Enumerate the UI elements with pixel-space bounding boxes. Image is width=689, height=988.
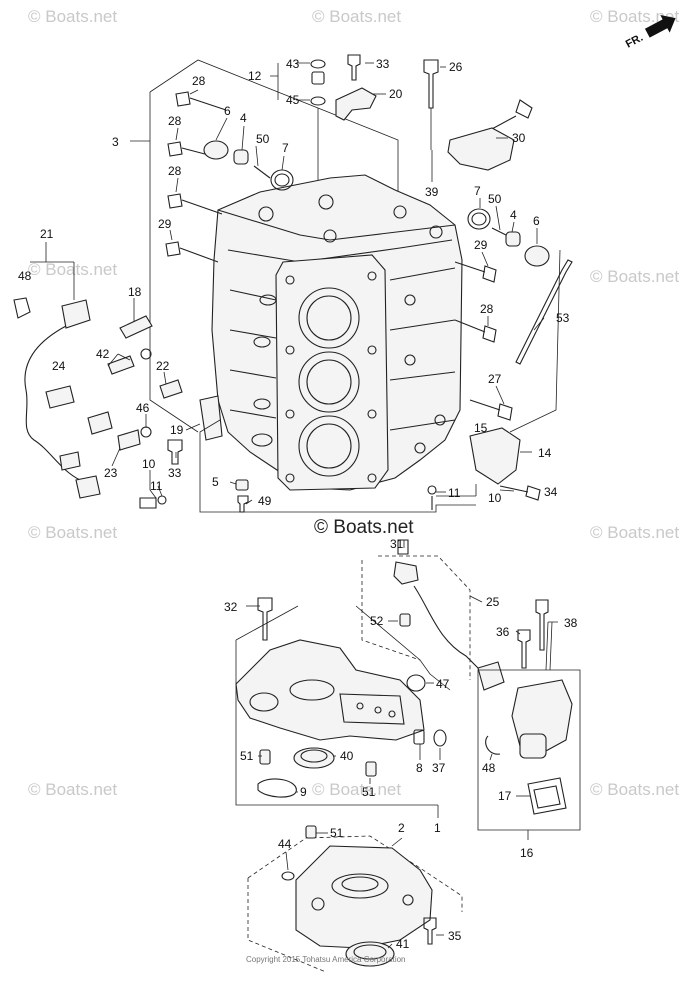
copyright-text: Copyright 2015 Tohatsu America Corporati… [246,955,406,964]
callout-33: 33 [168,466,182,480]
watermark: © Boats.net [28,523,117,542]
callout-27: 27 [488,372,502,386]
callout-23: 23 [104,466,118,480]
callout-5: 5 [212,475,219,489]
callout-51: 51 [240,749,254,763]
oil-sensor-lead [361,539,505,691]
callout-12: 12 [248,69,262,83]
watermark-group: © Boats.net © Boats.net © Boats.net © Bo… [28,7,679,799]
callout-17: 17 [498,789,512,803]
callout-28: 28 [168,164,182,178]
watermark: © Boats.net [312,7,401,26]
callout-18: 18 [128,285,142,299]
callout-16: 16 [520,846,534,860]
callout-3: 3 [112,135,119,149]
callout-20: 20 [389,87,403,101]
callout-22: 22 [156,359,170,373]
callout-45: 45 [286,93,300,107]
callout-7: 7 [282,141,289,155]
callout-29: 29 [158,217,172,231]
callout-1: 1 [434,821,441,835]
watermark: © Boats.net [590,523,679,542]
watermark: © Boats.net [312,780,401,799]
callout-50: 50 [256,132,270,146]
callout-29: 29 [474,238,488,252]
leader-lines [107,62,558,949]
callout-labels: 43 12 45 33 26 28 20 6 4 3 28 50 7 30 28… [18,57,578,951]
callout-51: 51 [330,826,344,840]
callout-15: 15 [474,421,488,435]
callout-6: 6 [224,104,231,118]
callout-30: 30 [512,131,526,145]
callout-28: 28 [168,114,182,128]
control-bracket-assembly [477,599,581,831]
callout-11: 11 [448,486,461,500]
watermark: © Boats.net [28,7,117,26]
lower-cover [247,825,463,973]
callout-26: 26 [449,60,463,74]
callout-53: 53 [556,311,570,325]
arrow-icon [644,14,676,38]
callout-24: 24 [52,359,66,373]
callout-4: 4 [240,111,247,125]
watermark: © Boats.net [28,260,117,279]
callout-42: 42 [96,347,110,361]
callout-10: 10 [488,491,502,505]
callout-7: 7 [474,184,481,198]
callout-28: 28 [192,74,206,88]
callout-41: 41 [396,937,410,951]
cylinder-block [130,59,561,491]
callout-43: 43 [286,57,300,71]
oil-pan-assembly [235,597,451,806]
callout-19: 19 [170,423,184,437]
callout-9: 9 [300,785,307,799]
callout-2: 2 [398,821,405,835]
callout-37: 37 [432,761,446,775]
callout-52: 52 [370,614,384,628]
callout-14: 14 [538,446,552,460]
callout-36: 36 [496,625,510,639]
callout-32: 32 [224,600,238,614]
callout-11: 11 [150,479,163,493]
callout-6: 6 [533,214,540,228]
callout-38: 38 [564,616,578,630]
watermark: © Boats.net [28,780,117,799]
callout-51: 51 [362,785,376,799]
callout-4: 4 [510,208,517,222]
callout-49: 49 [258,494,272,508]
callout-25: 25 [486,595,500,609]
callout-33: 33 [376,57,390,71]
upper-fasteners [165,54,573,513]
watermark: © Boats.net [590,267,679,286]
front-label: FR. [624,32,645,51]
callout-50: 50 [488,192,502,206]
callout-35: 35 [448,929,462,943]
callout-48: 48 [482,761,496,775]
callout-10: 10 [142,457,156,471]
callout-34: 34 [544,485,558,499]
callout-40: 40 [340,749,354,763]
watermark: © Boats.net [590,780,679,799]
callout-44: 44 [278,837,292,851]
callout-39: 39 [425,185,439,199]
callout-21: 21 [40,227,54,241]
callout-48: 48 [18,269,32,283]
watermark-center: © Boats.net [314,517,414,538]
watermark: © Boats.net [590,7,679,26]
sensor-harness [13,242,223,509]
callout-46: 46 [136,401,150,415]
callout-28: 28 [480,302,494,316]
callout-47: 47 [436,677,450,691]
callout-31: 31 [390,537,404,551]
callout-8: 8 [416,761,423,775]
